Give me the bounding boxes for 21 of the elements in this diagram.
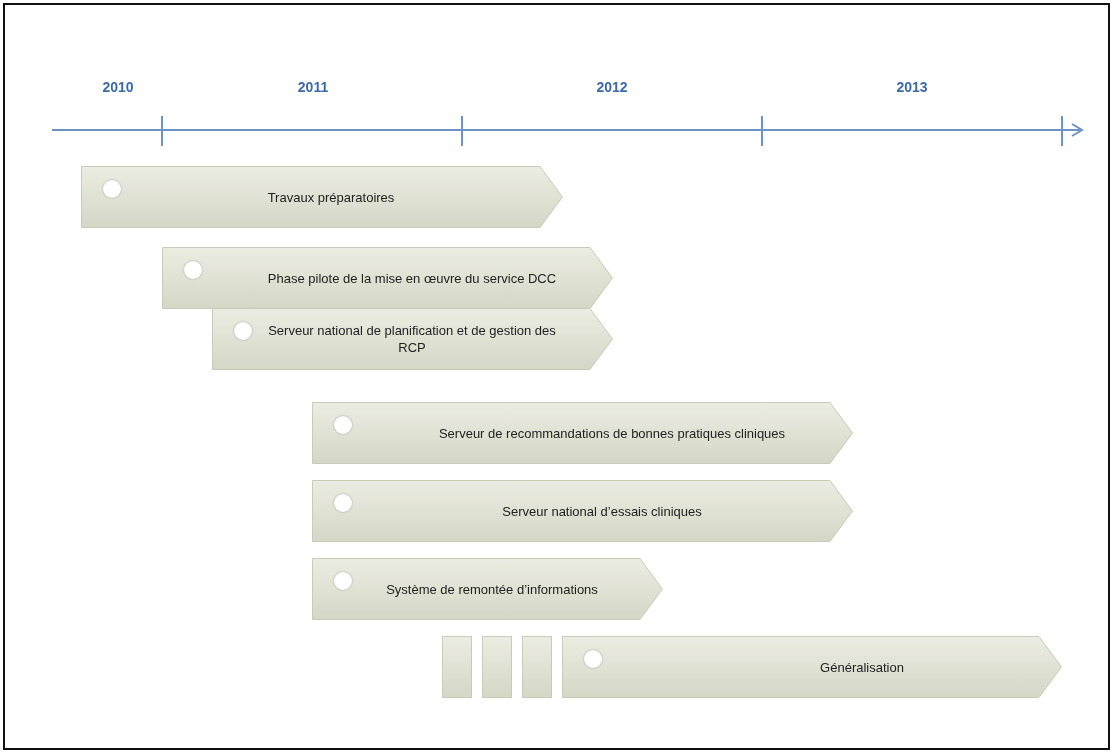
phase-label: Système de remontée d’informations <box>385 580 599 598</box>
phase-label: Serveur de recommandations de bonnes pratiques cliniques <box>437 424 787 442</box>
phase-label: Travaux préparatoires <box>266 188 396 206</box>
year-label: 2012 <box>596 79 628 95</box>
phase-arrow-bar <box>312 402 853 464</box>
phase-label: Généralisation <box>819 658 905 676</box>
phase-arrow-bar <box>212 308 613 370</box>
year-label: 2010 <box>102 79 134 95</box>
phase-arrow-bar <box>162 247 613 309</box>
year-label: 2013 <box>896 79 928 95</box>
phase-arrow-bar <box>562 636 1062 698</box>
phase-arrow-bar <box>312 558 663 620</box>
phase-arrow-bar <box>81 166 563 228</box>
empty-box <box>482 636 512 698</box>
phase-label: Serveur national d’essais cliniques <box>501 502 703 520</box>
empty-box <box>522 636 552 698</box>
phase-label: Serveur national de planification et de gestion des RCP <box>267 322 557 356</box>
phase-arrow-bar <box>312 480 853 542</box>
phase-label: Phase pilote de la mise en œuvre du service DCC <box>266 269 558 287</box>
year-label: 2011 <box>297 79 329 95</box>
empty-box <box>442 636 472 698</box>
